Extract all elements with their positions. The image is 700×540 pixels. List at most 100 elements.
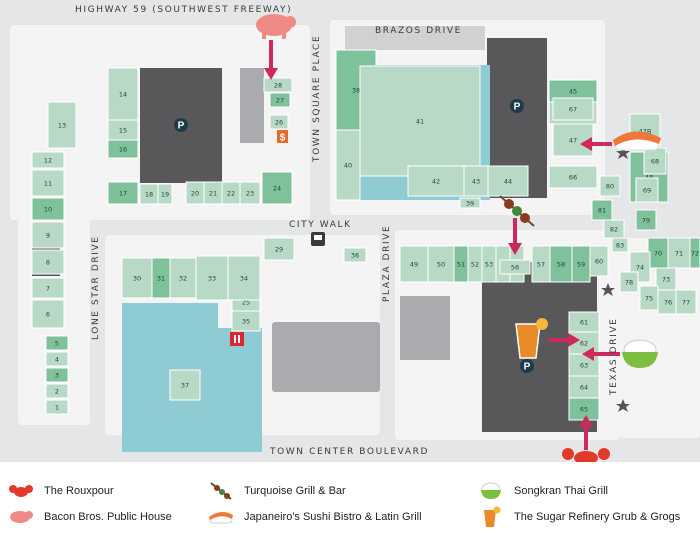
tenant-unit[interactable]: 66 bbox=[548, 165, 598, 189]
tenant-unit-number: 75 bbox=[645, 295, 653, 303]
tenant-unit[interactable]: 7 bbox=[31, 277, 65, 299]
tenant-unit[interactable]: 11 bbox=[31, 169, 65, 197]
tenant-unit[interactable]: 57 bbox=[531, 245, 551, 283]
tenant-unit[interactable]: 59 bbox=[571, 245, 591, 283]
tenant-unit[interactable]: 5 bbox=[45, 335, 69, 351]
tenant-unit[interactable]: 80 bbox=[599, 175, 621, 197]
legend-label: Songkran Thai Grill bbox=[514, 485, 608, 497]
tenant-unit[interactable]: 17 bbox=[107, 181, 139, 205]
tenant-unit-shape bbox=[45, 351, 69, 367]
tenant-unit[interactable]: 30 bbox=[121, 257, 153, 299]
tenant-unit[interactable]: 82 bbox=[603, 219, 625, 239]
tenant-unit[interactable]: 71 bbox=[667, 237, 691, 269]
tenant-unit[interactable]: 49 bbox=[399, 245, 429, 283]
tenant-unit[interactable]: 22 bbox=[221, 181, 241, 205]
tenant-unit[interactable]: 8 bbox=[31, 249, 65, 275]
legend-item[interactable]: The Sugar Refinery Grub & Grogs bbox=[478, 506, 680, 528]
legend-item[interactable]: The Rouxpour bbox=[8, 480, 114, 502]
tenant-unit[interactable]: 44 bbox=[487, 165, 529, 197]
tenant-unit[interactable]: 72 bbox=[689, 237, 700, 269]
tenant-unit[interactable]: 1 bbox=[45, 399, 69, 415]
tenant-unit[interactable]: 77 bbox=[675, 289, 697, 315]
tenant-unit[interactable]: 24 bbox=[261, 171, 293, 205]
tenant-unit[interactable]: 64 bbox=[568, 375, 600, 399]
tenant-unit[interactable]: 41 bbox=[359, 65, 481, 177]
tenant-unit-number: 39 bbox=[466, 200, 474, 208]
tenant-unit[interactable]: 4 bbox=[45, 351, 69, 367]
tenant-unit[interactable]: 34 bbox=[227, 255, 261, 301]
tenant-unit[interactable]: 29 bbox=[263, 237, 295, 261]
tenant-unit[interactable]: 61 bbox=[568, 311, 600, 333]
tenant-unit[interactable]: 32 bbox=[169, 257, 197, 299]
tenant-unit[interactable]: 63 bbox=[568, 353, 600, 377]
tenant-unit-number: 40 bbox=[344, 162, 352, 170]
tenant-unit-number: 19 bbox=[161, 191, 169, 199]
street-label-town-square-place: TOWN SQUARE PLACE bbox=[312, 34, 322, 162]
legend-item[interactable]: Bacon Bros. Public House bbox=[8, 506, 172, 528]
tenant-unit-shape bbox=[107, 181, 139, 205]
tenant-unit[interactable]: 35 bbox=[231, 310, 261, 332]
tenant-unit[interactable]: 20 bbox=[185, 181, 205, 205]
tenant-unit[interactable]: 60 bbox=[589, 245, 609, 277]
tenant-unit-shape bbox=[45, 335, 69, 351]
tenant-unit[interactable]: 50 bbox=[427, 245, 455, 283]
legend-item[interactable]: Songkran Thai Grill bbox=[478, 480, 608, 502]
tenant-unit[interactable]: 33 bbox=[195, 255, 229, 301]
tenant-unit[interactable]: 76 bbox=[657, 289, 679, 315]
tenant-unit-number: 58 bbox=[557, 261, 565, 269]
tenant-unit[interactable]: 36 bbox=[343, 247, 367, 263]
tenant-unit[interactable]: 10 bbox=[31, 197, 65, 221]
tenant-unit[interactable]: 58 bbox=[549, 245, 573, 283]
tenant-unit[interactable]: 79 bbox=[635, 209, 657, 231]
tenant-unit[interactable]: 78 bbox=[619, 271, 639, 293]
legend-item[interactable]: Japaneiro's Sushi Bistro & Latin Grill bbox=[208, 506, 422, 528]
tenant-unit[interactable]: 2 bbox=[45, 383, 69, 399]
tenant-unit-number: 25 bbox=[242, 299, 250, 307]
tenant-unit-number: 52 bbox=[471, 261, 479, 269]
tenant-unit[interactable]: 9 bbox=[31, 221, 65, 249]
tenant-unit-shape bbox=[31, 169, 65, 197]
tenant-unit-number: 14 bbox=[119, 91, 127, 99]
tenant-unit-shape bbox=[31, 221, 65, 249]
tenant-unit[interactable]: 28 bbox=[263, 77, 293, 93]
parking-icon bbox=[510, 99, 524, 113]
tenant-unit[interactable]: 18 bbox=[139, 183, 159, 205]
star-icon bbox=[616, 146, 630, 159]
tenant-unit[interactable]: 12 bbox=[31, 151, 65, 169]
tenant-unit[interactable]: 52 bbox=[467, 245, 483, 283]
tenant-unit[interactable]: 47 bbox=[552, 123, 594, 157]
tenant-unit[interactable]: 39 bbox=[459, 197, 481, 209]
tenant-unit[interactable]: 15 bbox=[107, 119, 139, 141]
tenant-unit[interactable]: 56 bbox=[499, 259, 531, 275]
tenant-unit[interactable]: 81 bbox=[591, 199, 613, 221]
tenant-unit[interactable]: 68 bbox=[643, 147, 667, 175]
tenant-unit[interactable]: 42 bbox=[407, 165, 465, 197]
tenant-unit[interactable]: 83 bbox=[611, 237, 629, 253]
tenant-unit[interactable]: 69 bbox=[635, 177, 659, 203]
tenant-unit[interactable]: 3 bbox=[45, 367, 69, 383]
tenant-unit[interactable]: 27 bbox=[269, 92, 291, 108]
tenant-unit[interactable]: 43 bbox=[463, 165, 489, 197]
tenant-unit[interactable]: 19 bbox=[157, 183, 173, 205]
tenant-unit[interactable]: 40 bbox=[335, 129, 361, 201]
tenant-unit[interactable]: 53 bbox=[481, 245, 497, 283]
tenant-unit[interactable]: 51 bbox=[453, 245, 469, 283]
tenant-unit[interactable]: 70 bbox=[647, 237, 669, 269]
tenant-unit[interactable]: 23 bbox=[239, 181, 261, 205]
tenant-unit[interactable]: 16 bbox=[107, 139, 139, 159]
tenant-unit[interactable]: 31 bbox=[151, 257, 171, 299]
tenant-unit-shape bbox=[552, 123, 594, 157]
tenant-unit[interactable]: 21 bbox=[203, 181, 223, 205]
parking-symbol: P bbox=[178, 121, 185, 132]
legend-item[interactable]: Turquoise Grill & Bar bbox=[208, 480, 346, 502]
tenant-unit[interactable]: 14 bbox=[107, 67, 139, 121]
tenant-unit[interactable]: 6 bbox=[31, 299, 65, 329]
tenant-unit[interactable]: 67 bbox=[552, 97, 594, 121]
tenant-unit[interactable]: 73 bbox=[655, 267, 677, 291]
tenant-unit[interactable]: 75 bbox=[639, 285, 659, 311]
tenant-unit[interactable]: 26 bbox=[269, 114, 289, 130]
tenant-unit[interactable]: 13 bbox=[47, 101, 77, 149]
tenant-unit[interactable]: 37 bbox=[169, 369, 201, 401]
tenant-unit-number: 13 bbox=[58, 122, 66, 130]
tenant-unit[interactable]: 65 bbox=[568, 397, 600, 421]
